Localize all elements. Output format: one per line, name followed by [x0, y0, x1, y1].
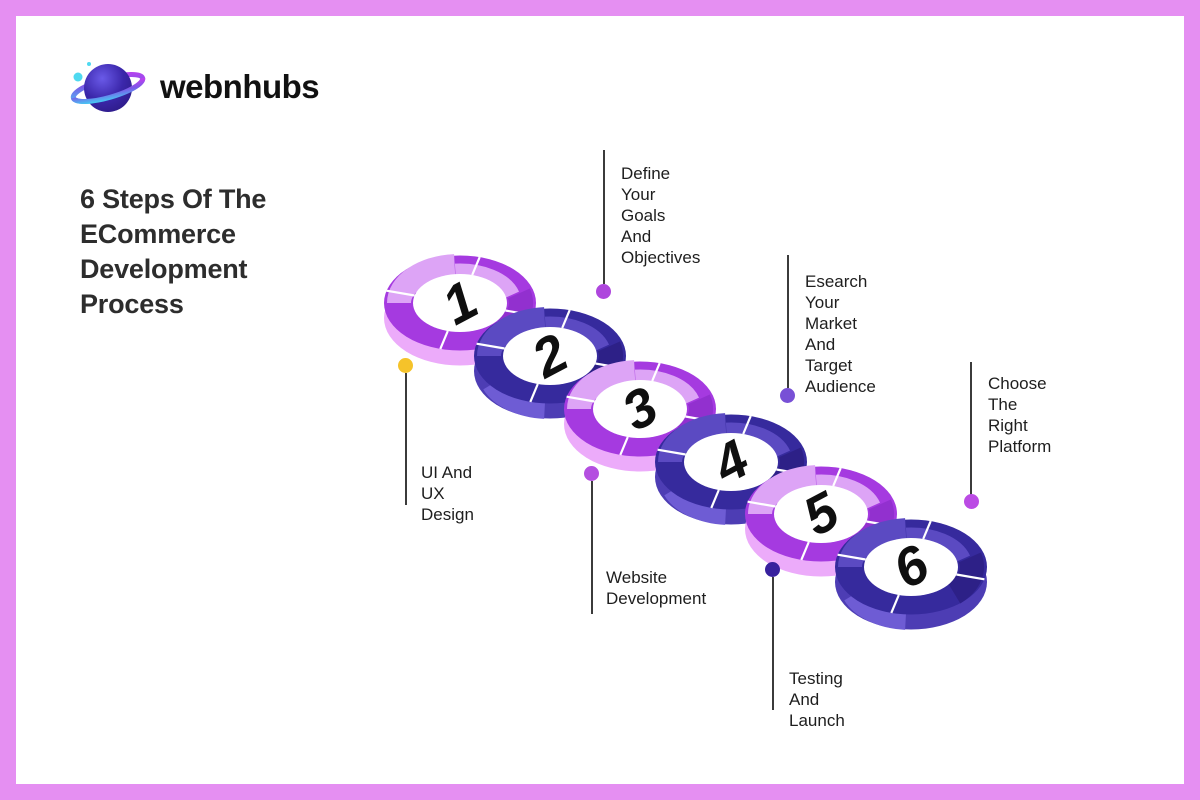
step-ring-1: 1: [384, 256, 536, 366]
step-ring-6: 6: [835, 520, 987, 630]
connector-dot: [765, 562, 780, 577]
connector-dot: [780, 388, 795, 403]
planet-icon: [70, 62, 146, 112]
callout-label: Website Development: [606, 568, 707, 608]
brand-name: webnhubs: [160, 68, 320, 105]
connector-dot: [584, 466, 599, 481]
page-title: 6 Steps Of The ECommerce Development Pro…: [80, 184, 267, 319]
connector-line: [970, 362, 972, 495]
callout-label: Choose The Right Platform: [988, 374, 1052, 456]
connector-line: [772, 577, 774, 710]
connector-line: [405, 373, 407, 505]
step-ring-4: 4: [655, 415, 807, 525]
callout-label: Esearch Your Market And Target Audience: [805, 272, 876, 396]
step-ring-2: 2: [474, 309, 626, 419]
callout-label: UI And UX Design: [421, 463, 474, 524]
connector-line: [787, 255, 789, 388]
connector-dot: [398, 358, 413, 373]
infographic-canvas: webnhubs 6 Steps Of The ECommerce Develo…: [16, 16, 1184, 784]
connector-line: [603, 150, 605, 284]
step-ring-3: 3: [564, 362, 716, 472]
connector-line: [591, 481, 593, 614]
step-ring-5: 5: [745, 467, 897, 577]
connector-dot: [596, 284, 611, 299]
callout-label: Define Your Goals And Objectives: [621, 164, 701, 267]
connector-dot: [964, 494, 979, 509]
logo: webnhubs: [66, 54, 320, 120]
callout-label: Testing And Launch: [789, 669, 845, 730]
process-rings: 1 2 3 4 5: [16, 16, 1184, 784]
